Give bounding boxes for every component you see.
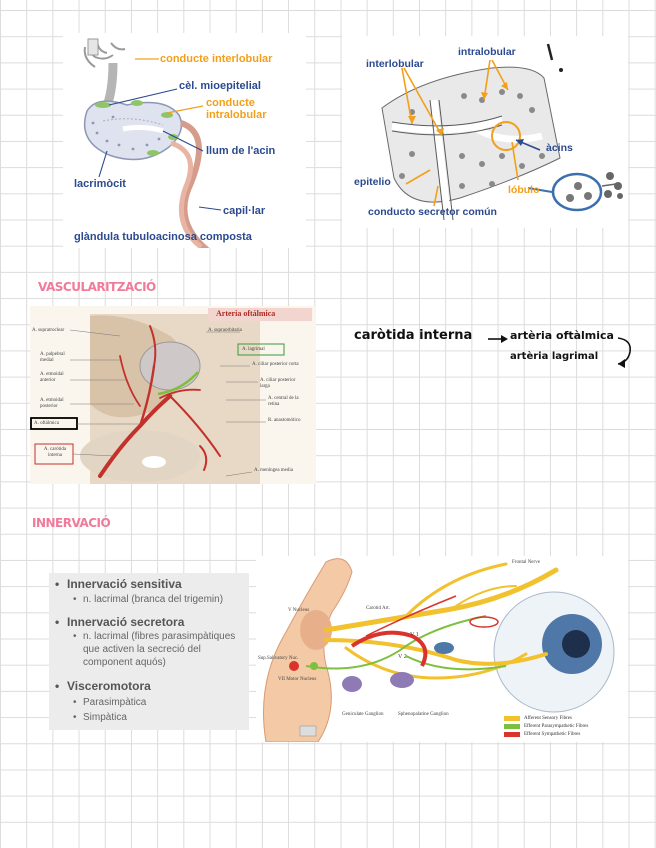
label-cel-mioepitelial: cèl. mioepitelial [179,80,261,92]
artery-label-left: A. carótida interna [38,447,72,458]
legend-label: Afferent Sensory Fibres [524,716,572,721]
innervation-sub: Parasimpàtica [83,696,146,709]
label-llum-acin: llum de l'acin [206,145,275,157]
gland-diagram-panel: conducte interlobular cèl. mioepitelial … [63,33,306,248]
orbit-illustration [30,306,316,484]
nerve-label: Frontal Nerve [512,560,540,566]
section-vascularitzacio: VASCULARITZACIÓ [38,280,156,294]
artery-label-right: R. anastomótico [268,418,301,424]
bullet-dot: • [55,679,59,693]
label-conducte-intralobular-1: conducte [206,97,255,109]
innervation-sub: • [73,630,77,643]
innervation-sub: component aquós) [83,656,166,669]
nerve-label: Carotid Art. [366,606,390,612]
artery-label-left: A. palpebral medial [40,352,70,363]
handwritten-notes: caròtida interna artèria oftàlmica artèr… [354,326,644,376]
nerve-label: V 2 [398,654,407,661]
artery-label-right: A. lagrimal [242,347,265,353]
label-lobulo: lóbulo [508,184,540,196]
nerve-label: Geniculate Ganglion [342,712,384,718]
legend-label: Efferent Parasympathetic Fibres [524,724,588,729]
innervation-sub: • [73,593,77,606]
innervation-sub: n. lacrimal (fibres parasimpàtiques [83,630,235,643]
nerve-label: V Nucleus [288,608,309,614]
innervation-sub: n. lacrimal (branca del trigemin) [83,593,223,606]
innervation-sub: Simpàtica [83,711,127,724]
label-conducte-interlobular: conducte interlobular [160,53,272,65]
artery-label-right: A. ciliar posterior larga [260,378,304,389]
gland-illustration [63,33,306,248]
curved-arrow-icon [616,334,638,370]
innervation-sub: • [73,696,77,709]
label-capil-lar: capil·lar [223,205,265,217]
artery-label-right: A. ciliar posterior corta [252,362,302,368]
artery-label-right: A. supraorbitaria [208,328,242,334]
note-carotida-interna: caròtida interna [354,328,472,343]
arrow-right-icon [488,334,508,344]
artery-label-left: A. etmoidal anterior [40,372,70,383]
nerve-label: V 1 [410,632,419,639]
nerve-label: VII Motor Nucleus [278,677,316,683]
nerve-label: Sup.Salivatory Nuc. [258,656,298,662]
artery-label-right: A. meníngea media [254,468,294,474]
label-conducto-secretor: conducto secretor común [368,206,497,218]
legend-label: Efferent Sympathetic Fibres [524,732,580,737]
innervation-heading: Innervació secretora [67,615,184,629]
innervation-list: • Innervació sensitiva • n. lacrimal (br… [49,573,249,730]
artery-label-left: A. etmoidal posterior [40,398,70,409]
section-innervacio: INNERVACIÓ [32,516,110,530]
note-arteria-oftalmica: artèria oftàlmica [510,329,614,342]
innervation-sub: • [73,711,77,724]
label-interlobular: interlobular [366,58,424,70]
artery-label-left: A. supratroclear [32,328,64,334]
label-lacrimocit: lacrimòcit [74,178,126,190]
artery-figure-title: Arteria oftálmica [216,309,275,318]
artery-figure-panel: Arteria oftálmica A. supratroclear A. pa… [30,306,316,484]
label-conducte-intralobular-2: intralobular [206,109,267,121]
label-epitelio: epitelio [354,176,391,188]
innervation-heading: Innervació sensitiva [67,577,182,591]
nerve-figure-panel: Frontal Nerve V Nucleus Carotid Art. Sup… [256,556,628,742]
artery-label-right: A. central de la retina [268,396,304,407]
label-intralobular: intralobular [458,46,516,58]
innervation-sub: que activen la secreció del [83,643,201,656]
lobule-diagram-panel: interlobular intralobular àcins epitelio… [342,36,628,228]
label-acins: àcins [546,142,573,154]
artery-label-left: A. oftálmica [34,421,59,427]
bullet-dot: • [55,577,59,591]
nerve-label: Sphenopalatine Ganglion [398,712,449,718]
note-arteria-lagrimal: artèria lagrimal [510,351,598,362]
innervation-heading: Visceromotora [67,679,151,693]
bullet-dot: • [55,615,59,629]
gland-caption: glàndula tubuloacinosa composta [74,231,252,243]
